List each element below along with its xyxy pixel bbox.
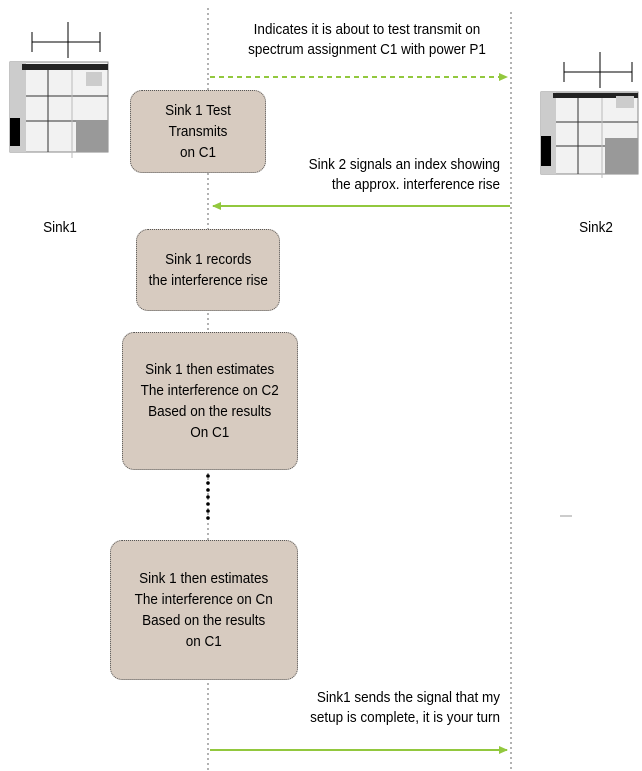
step-box-test-transmit: Sink 1 Test Transmits on C1 (130, 90, 266, 173)
message-label-m1: Indicates it is about to test transmit o… (248, 21, 486, 58)
sink2-device-icon (540, 52, 639, 178)
continuation-dots (206, 474, 210, 520)
step-box-record-rise: Sink 1 records the interference rise (136, 229, 280, 311)
step-text-test-transmit: Sink 1 Test Transmits on C1 (165, 102, 231, 161)
step-text-estimate-c2: Sink 1 then estimates The interference o… (140, 361, 280, 441)
step-text-estimate-cn: Sink 1 then estimates The interference o… (134, 570, 274, 650)
sink1-device-icon (9, 22, 109, 158)
message-label-m3: Sink1 sends the signal that my setup is … (310, 689, 500, 726)
sink2-label: Sink2 (579, 219, 613, 236)
step-box-estimate-c2: Sink 1 then estimates The interference o… (122, 332, 298, 470)
sink1-label: Sink1 (43, 219, 77, 236)
step-text-record-rise: Sink 1 records the interference rise (148, 251, 268, 289)
message-label-m2: Sink 2 signals an index showing the appr… (308, 156, 500, 193)
step-box-estimate-cn: Sink 1 then estimates The interference o… (110, 540, 298, 680)
